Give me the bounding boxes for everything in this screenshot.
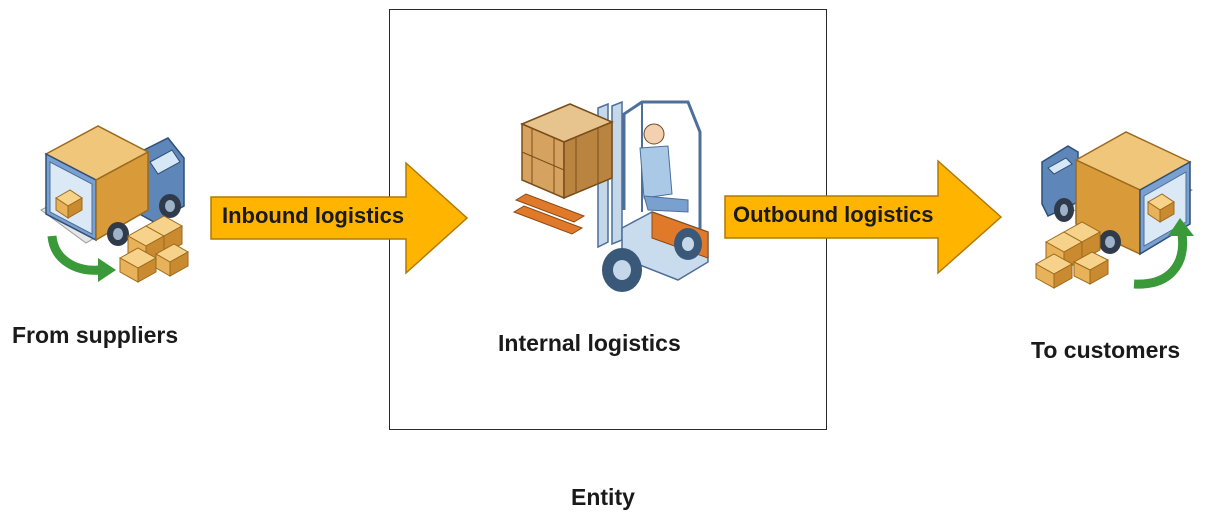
entity-label: Entity bbox=[571, 484, 635, 510]
outbound-arrow bbox=[724, 159, 1004, 275]
inbound-arrow bbox=[210, 161, 470, 275]
internal-logistics-label: Internal logistics bbox=[498, 330, 681, 356]
from-suppliers-label: From suppliers bbox=[12, 322, 179, 348]
supplier-truck-icon bbox=[36, 118, 196, 288]
to-customers-label: To customers bbox=[1031, 337, 1181, 363]
customer-truck-icon bbox=[1030, 124, 1198, 300]
forklift-icon bbox=[512, 92, 712, 297]
outbound-logistics-label: Outbound logistics bbox=[733, 202, 934, 227]
inbound-logistics-label: Inbound logistics bbox=[222, 203, 405, 228]
